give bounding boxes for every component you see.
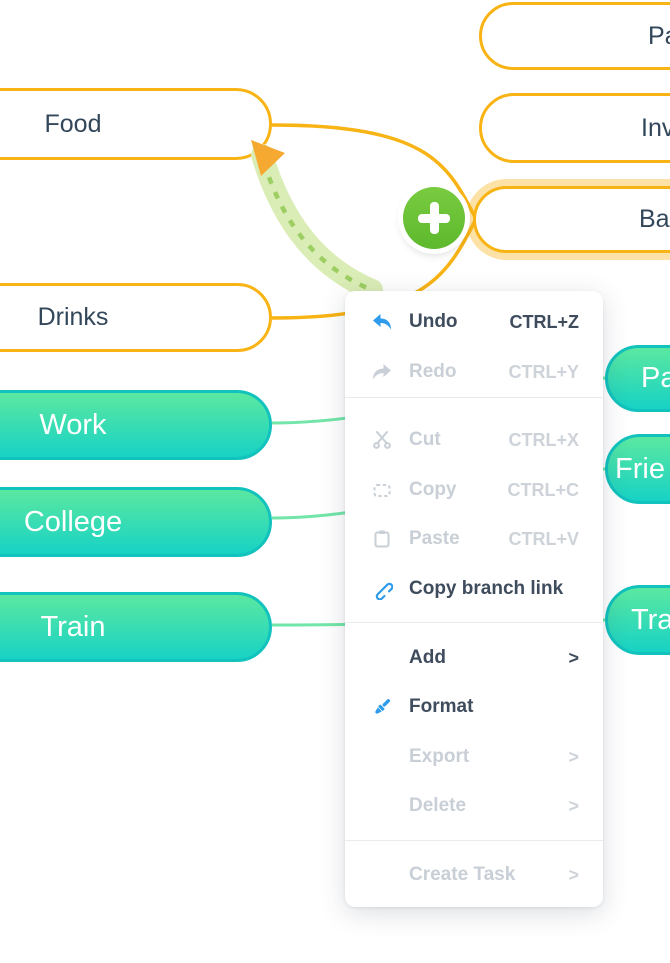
menu-item-format[interactable]: Format (345, 683, 603, 731)
menu-item-paste: Paste CTRL+V (345, 515, 603, 563)
submenu-chevron: > (568, 746, 579, 767)
menu-item-shortcut: CTRL+V (508, 528, 579, 549)
node-drinks[interactable]: Drinks (0, 283, 272, 352)
node-frie[interactable]: Frie (605, 434, 670, 504)
menu-item-label: Paste (409, 528, 460, 549)
menu-item-shortcut: CTRL+C (507, 479, 580, 500)
node-label: Work (39, 408, 107, 441)
node-work[interactable]: Work (0, 390, 272, 460)
menu-item-undo[interactable]: Undo CTRL+Z (345, 298, 603, 346)
node-barb-selected[interactable]: Barb (473, 186, 670, 253)
paste-icon (369, 526, 395, 552)
node-label: Food (44, 109, 102, 138)
menu-item-shortcut: CTRL+X (508, 429, 579, 450)
menu-item-label: Create Task (409, 864, 516, 885)
menu-item-label: Delete (409, 795, 467, 816)
format-brush-icon (369, 694, 395, 720)
node-pa-top[interactable]: Pa (479, 2, 670, 70)
menu-separator (345, 397, 603, 398)
node-label: Tra (631, 603, 670, 636)
menu-item-label: Copy (409, 479, 457, 500)
menu-item-copy: Copy CTRL+C (345, 466, 603, 514)
node-label: Barb (639, 205, 670, 233)
menu-item-shortcut: CTRL+Y (508, 361, 579, 382)
menu-item-copy-branch-link[interactable]: Copy branch link (345, 565, 603, 613)
node-label: Drinks (37, 303, 109, 331)
menu-item-redo: Redo CTRL+Y (345, 348, 603, 396)
node-label: Pa (641, 362, 670, 394)
menu-item-create-task: Create Task > (345, 851, 603, 899)
edge-barb-drinks (271, 218, 478, 320)
menu-item-label: Cut (409, 429, 441, 450)
menu-item-label: Copy branch link (409, 578, 564, 599)
menu-item-label: Format (409, 696, 474, 717)
menu-item-export: Export > (345, 733, 603, 781)
add-child-button[interactable] (403, 187, 465, 249)
edge-barb-food (271, 123, 478, 220)
node-train[interactable]: Train (0, 592, 272, 662)
node-college[interactable]: College (0, 487, 272, 557)
menu-item-label: Export (409, 746, 470, 767)
node-label: College (23, 505, 123, 538)
node-food[interactable]: Food (0, 88, 272, 160)
drag-arrowhead-icon (251, 140, 285, 176)
menu-item-label: Add (409, 647, 446, 668)
submenu-chevron: > (568, 647, 579, 668)
drag-band (251, 144, 383, 301)
node-label: Pa (648, 21, 670, 50)
menu-separator (345, 622, 603, 623)
undo-icon (369, 309, 395, 335)
redo-icon (369, 359, 395, 385)
menu-item-cut: Cut CTRL+X (345, 416, 603, 464)
menu-separator (345, 840, 603, 841)
link-icon (369, 576, 395, 602)
node-inv[interactable]: Inv (479, 93, 670, 163)
context-menu: Undo CTRL+Z Redo CTRL+Y Cut CTRL+X C (345, 291, 603, 907)
submenu-chevron: > (568, 795, 579, 816)
node-label: Frie (615, 452, 665, 485)
node-label: Inv (641, 113, 670, 142)
submenu-chevron: > (568, 864, 579, 885)
node-pa-bottom[interactable]: Pa (605, 345, 670, 412)
copy-icon (369, 477, 395, 503)
menu-item-shortcut: CTRL+Z (509, 311, 580, 332)
menu-item-delete: Delete > (345, 782, 603, 830)
menu-item-add[interactable]: Add > (345, 634, 603, 682)
menu-item-label: Undo (409, 311, 458, 332)
node-tra[interactable]: Tra (605, 585, 670, 655)
node-label: Train (40, 610, 106, 643)
cut-icon (369, 427, 395, 453)
menu-item-label: Redo (409, 361, 457, 382)
